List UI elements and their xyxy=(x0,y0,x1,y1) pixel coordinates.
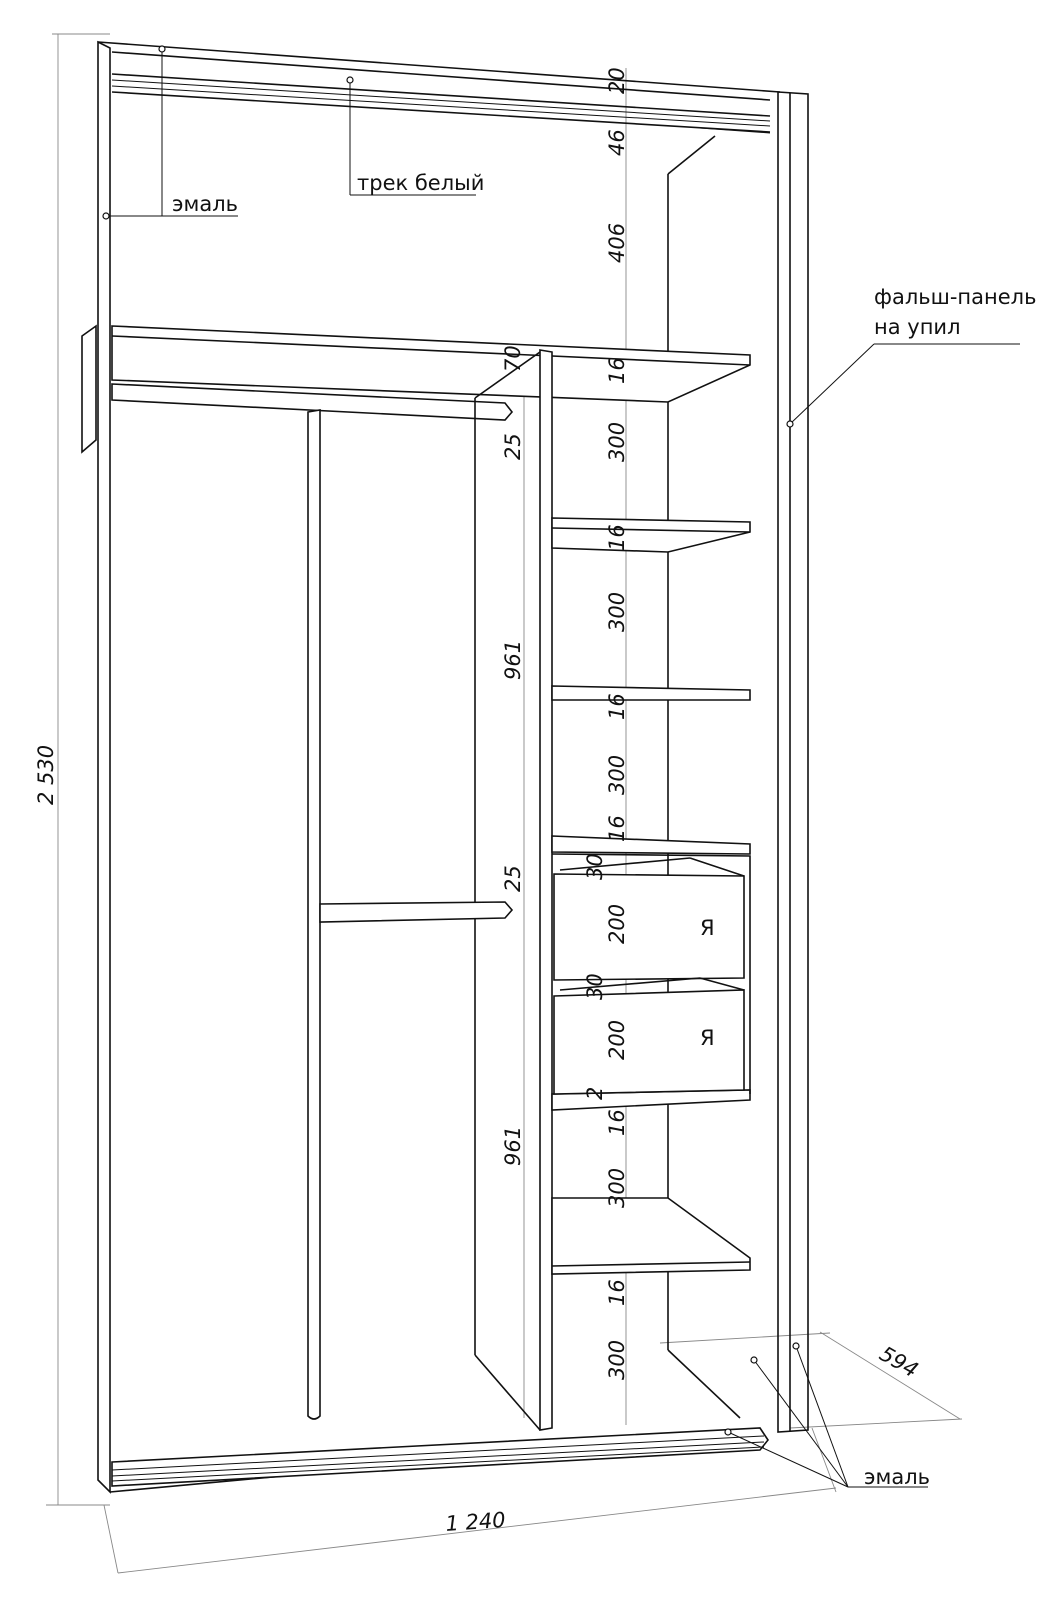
dim-col-8: 300 xyxy=(605,755,629,795)
leader-lines xyxy=(102,45,1020,1488)
top-shelf xyxy=(111,325,751,403)
bottom-track xyxy=(111,1427,769,1487)
dim-col-13: 200 xyxy=(605,1020,629,1060)
dim-col-17: 16 xyxy=(605,1279,629,1306)
right-column-floor-edge xyxy=(667,1349,741,1419)
drawers: Я Я xyxy=(551,853,751,1095)
drawer-mark-upper: Я xyxy=(700,916,715,940)
dim-col-16: 300 xyxy=(605,1168,629,1208)
vertical-partition xyxy=(474,349,553,1431)
dim-left-4: 961 xyxy=(501,1126,525,1166)
top-track xyxy=(111,51,771,134)
false-panel xyxy=(777,91,809,1433)
label-track: трек белый xyxy=(357,171,484,195)
left-column-dimensions: 70 25 961 25 961 xyxy=(501,345,525,1166)
dim-col-12: 30 xyxy=(583,973,607,1000)
drawer-mark-lower: Я xyxy=(700,1026,715,1050)
dim-col-2: 406 xyxy=(605,223,629,263)
dim-left-2: 961 xyxy=(501,640,525,680)
side-bracket xyxy=(81,324,97,454)
dim-left-3: 25 xyxy=(501,865,525,892)
vertical-support xyxy=(307,409,321,1420)
dim-col-18: 300 xyxy=(605,1340,629,1380)
back-top-edge xyxy=(667,135,716,175)
lower-rail xyxy=(319,901,514,923)
dim-col-4: 300 xyxy=(605,422,629,462)
column-dimensions: 20 46 406 16 300 16 300 16 300 16 30 200… xyxy=(583,67,629,1380)
dim-col-9: 16 xyxy=(605,815,629,842)
dim-col-14: 2 xyxy=(583,1087,607,1100)
label-enamel-top: эмаль xyxy=(172,192,238,216)
dim-depth: 594 xyxy=(876,1342,923,1383)
dim-col-11: 200 xyxy=(605,904,629,944)
dim-col-0: 20 xyxy=(605,67,629,94)
dim-col-5: 16 xyxy=(605,524,629,551)
dim-col-10: 30 xyxy=(583,853,607,880)
label-enamel-bottom: эмаль xyxy=(864,1465,930,1489)
dim-left-1: 25 xyxy=(501,433,525,460)
dim-total-width: 1 240 xyxy=(445,1508,507,1536)
dim-left-0: 70 xyxy=(501,345,525,372)
left-side-panel xyxy=(97,40,781,1494)
dim-col-15: 16 xyxy=(605,1109,629,1136)
dim-col-1: 46 xyxy=(605,129,629,156)
upper-rail xyxy=(111,383,514,421)
dim-col-7: 16 xyxy=(605,693,629,720)
label-false-panel-line1: фальш-панель xyxy=(874,285,1036,309)
column-shelves xyxy=(551,517,751,1275)
dimension-lines xyxy=(46,33,963,1574)
dim-col-3: 16 xyxy=(605,357,629,384)
dim-total-height: 2 530 xyxy=(34,745,58,805)
label-false-panel-line2: на упил xyxy=(874,315,961,339)
dim-col-6: 300 xyxy=(605,592,629,632)
